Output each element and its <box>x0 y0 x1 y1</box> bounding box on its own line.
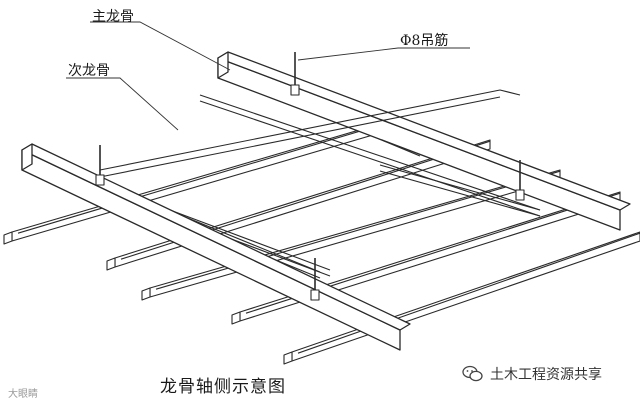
cross-keel-1 <box>199 94 541 211</box>
hanger-rod-leader <box>297 47 470 61</box>
watermark-right: 土木工程资源共享 <box>462 364 602 384</box>
main-keel-label: 主龙骨 <box>92 9 134 25</box>
secondary-keel-leader <box>66 77 179 131</box>
watermark-left: 大眼睛 <box>8 389 38 400</box>
hanger-rod-label: Φ8吊筋 <box>400 33 449 49</box>
main-keel-leader <box>90 21 231 71</box>
cross-keel-4 <box>379 164 541 211</box>
far-secondary-keel <box>99 89 521 171</box>
main-keel-back <box>217 57 621 231</box>
watermark-right-text: 土木工程资源共享 <box>490 367 602 383</box>
wechat-icon <box>462 365 483 382</box>
diagram-caption: 龙骨轴侧示意图 <box>160 377 286 397</box>
cross-keel-3 <box>169 209 331 271</box>
secondary-keel-label: 次龙骨 <box>68 63 110 79</box>
